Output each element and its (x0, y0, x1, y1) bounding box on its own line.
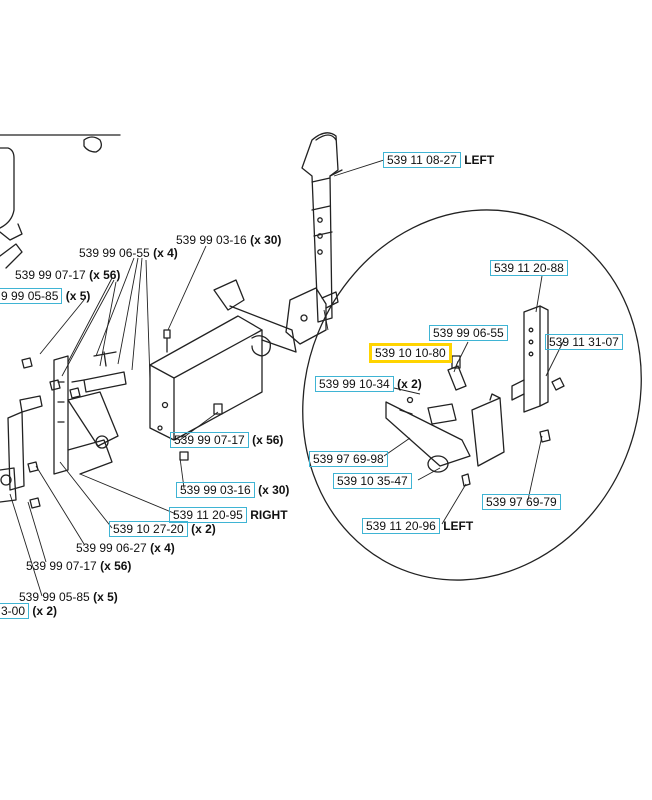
quantity-text: (x 4) (150, 541, 175, 555)
part-label: 539 99 06-55 (x 4) (79, 246, 178, 260)
part-label[interactable]: 539 11 08-27 LEFT (383, 152, 495, 168)
highlighted-part-label[interactable]: 539 10 10-80 (369, 343, 452, 363)
quantity-text: (x 5) (93, 590, 118, 604)
part-number-link[interactable]: 539 11 31-07 (545, 334, 623, 350)
part-label[interactable]: 539 99 10-34 (x 2) (315, 376, 422, 392)
part-number: 539 99 07-17 (15, 268, 86, 282)
part-number-link[interactable]: 539 11 20-96 (362, 518, 440, 534)
part-label[interactable]: 539 97 69-98 (309, 451, 388, 467)
main-crossbar (149, 315, 263, 441)
part-label[interactable]: 9 99 05-85 (x 5) (0, 288, 91, 304)
mount-bracket-top (285, 287, 327, 345)
upright-post (301, 132, 339, 323)
quantity-text: (x 2) (191, 522, 216, 536)
left-brace (67, 391, 119, 447)
part-number: 539 99 06-55 (79, 246, 150, 260)
part-label: 539 99 07-17 (x 56) (26, 559, 131, 573)
quantity-text: (x 30) (250, 233, 282, 247)
part-number: 539 99 06-27 (76, 541, 147, 555)
part-label[interactable]: 539 11 20-96 LEFT (362, 518, 474, 534)
part-number-link[interactable]: 539 10 27-20 (109, 521, 188, 537)
bracket-plate-detail (471, 397, 505, 467)
part-number-link[interactable]: 539 99 10-34 (315, 376, 394, 392)
quantity-text: (x 2) (32, 604, 58, 618)
left-support-post (53, 355, 69, 475)
part-label[interactable]: 539 11 20-95 RIGHT (169, 507, 288, 523)
part-label: 539 99 06-27 (x 4) (76, 541, 175, 555)
tube-detail (385, 401, 471, 467)
part-number-link[interactable]: 539 97 69-98 (309, 451, 388, 467)
part-label[interactable]: 539 99 03-16 (x 30) (176, 482, 290, 498)
quantity-text: (x 2) (397, 377, 422, 391)
part-number-link[interactable]: 539 99 07-17 (170, 432, 249, 448)
part-label[interactable]: 3-00 (x 2) (0, 603, 58, 619)
side-text: LEFT (464, 153, 495, 167)
part-number: 539 99 07-17 (26, 559, 97, 573)
quantity-text: (x 56) (100, 559, 132, 573)
quantity-text: (x 5) (65, 289, 91, 303)
part-label: 539 99 03-16 (x 30) (176, 233, 281, 247)
side-text: RIGHT (250, 508, 288, 522)
part-label: 539 99 05-85 (x 5) (19, 590, 118, 604)
detail-zoom-ellipse (302, 209, 642, 581)
part-number-link[interactable]: 539 10 35-47 (333, 473, 412, 489)
quantity-text: (x 56) (89, 268, 121, 282)
part-label[interactable]: 539 10 27-20 (x 2) (109, 521, 216, 537)
bolt-top-crossbar (163, 329, 171, 353)
part-number-link[interactable]: 3-00 (0, 603, 30, 619)
part-label[interactable]: 539 11 31-07 (545, 334, 623, 350)
post-detail (523, 305, 541, 413)
part-label[interactable]: 539 97 69-79 (482, 494, 561, 510)
part-number: 539 99 05-85 (19, 590, 90, 604)
part-number-link[interactable]: 9 99 05-85 (0, 288, 63, 304)
part-label[interactable]: 539 11 20-88 (490, 260, 568, 276)
part-label[interactable]: 539 99 07-17 (x 56) (170, 432, 284, 448)
side-text: LEFT (443, 519, 474, 533)
part-label[interactable]: 539 99 06-55 (429, 325, 508, 341)
quantity-text: (x 4) (153, 246, 178, 260)
leader-line (333, 159, 385, 177)
quantity-text: (x 30) (258, 483, 290, 497)
bolt-detail-top (447, 365, 467, 391)
part-number-link[interactable]: 539 11 20-88 (490, 260, 568, 276)
part-number-link[interactable]: 539 99 06-55 (429, 325, 508, 341)
quantity-text: (x 56) (252, 433, 284, 447)
part-number: 539 99 03-16 (176, 233, 247, 247)
part-label[interactable]: 539 10 35-47 (333, 473, 412, 489)
part-number-link[interactable]: 539 99 03-16 (176, 482, 255, 498)
highlighted-part-number[interactable]: 539 10 10-80 (369, 343, 452, 363)
part-number-link[interactable]: 539 97 69-79 (482, 494, 561, 510)
part-number-link[interactable]: 539 11 20-95 (169, 507, 247, 523)
part-number-link[interactable]: 539 11 08-27 (383, 152, 461, 168)
part-label: 539 99 07-17 (x 56) (15, 268, 120, 282)
